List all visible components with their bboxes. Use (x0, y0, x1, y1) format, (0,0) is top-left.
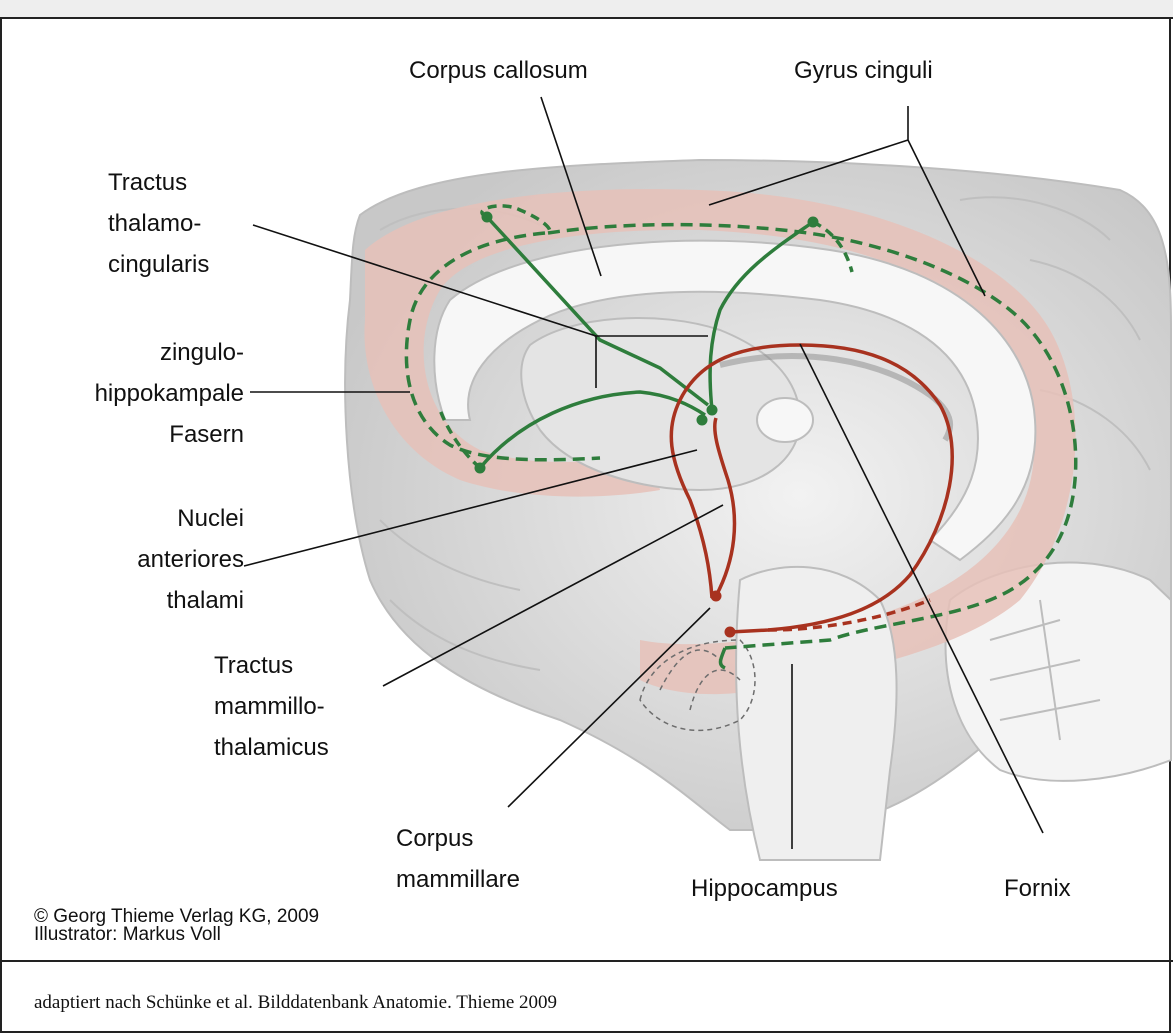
label-hippocampus: Hippocampus (691, 868, 838, 909)
label-corpus-mammillare: Corpus mammillare (396, 818, 520, 900)
copyright-notice: © Georg Thieme Verlag KG, 2009 Illustrat… (34, 908, 319, 944)
label-gyrus-cinguli: Gyrus cinguli (794, 50, 933, 91)
label-nuclei-anteriores-thalami: Nuclei anteriores thalami (60, 498, 244, 621)
label-fornix: Fornix (1004, 868, 1071, 909)
label-corpus-callosum: Corpus callosum (409, 50, 588, 91)
illustrator-line: Illustrator: Markus Voll (34, 926, 319, 944)
label-tractus-thalamocingularis: Tractus thalamo- cingularis (108, 162, 209, 285)
label-tractus-mammillothalamicus: Tractus mammillo- thalamicus (214, 645, 329, 768)
label-zingulo-hippokampale-fasern: zingulo- hippokampale Fasern (40, 332, 244, 455)
brainstem-shape (736, 567, 896, 860)
source-caption: adaptiert nach Schünke et al. Bilddatenb… (34, 992, 557, 1014)
